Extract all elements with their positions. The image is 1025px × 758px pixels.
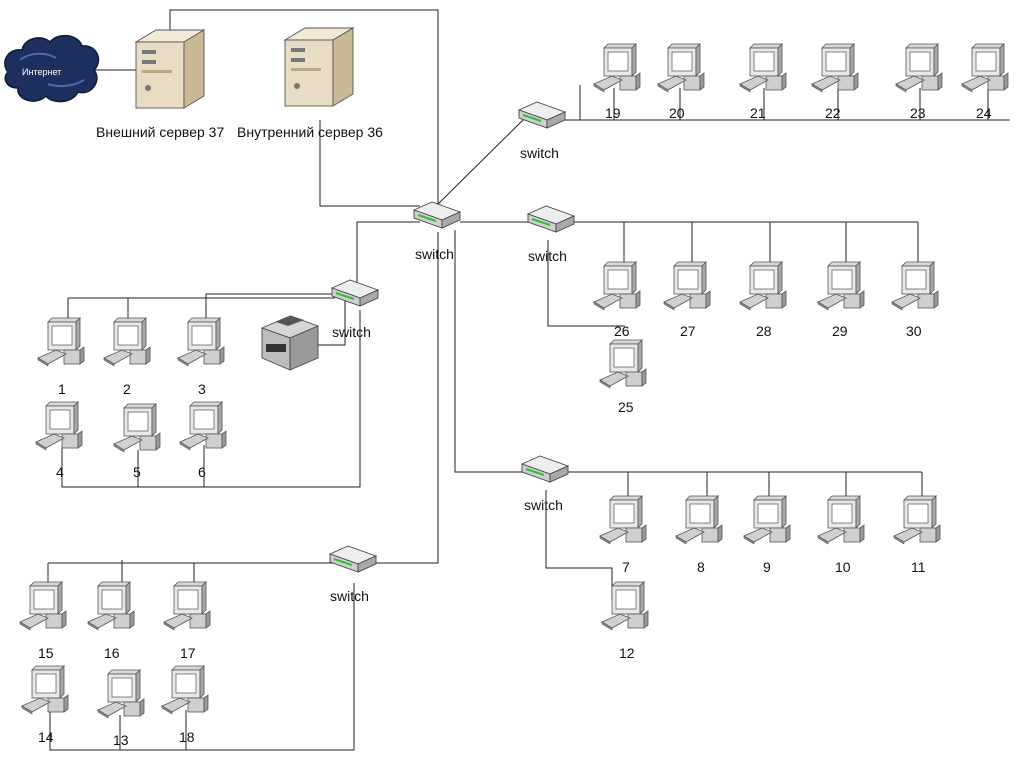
computer-30: 30 (891, 261, 939, 339)
computer-19: 19 (593, 43, 641, 121)
server-icon (135, 29, 205, 109)
computer-label: 24 (976, 105, 992, 121)
computer-label: 4 (56, 464, 64, 480)
computer-23: 23 (895, 43, 943, 121)
switch-icon (330, 278, 380, 308)
computer-label: 27 (680, 323, 696, 339)
computer-label: 19 (605, 105, 621, 121)
switch-label: switch (528, 248, 567, 264)
switch-label: switch (520, 145, 559, 161)
computer-4: 4 (35, 401, 83, 480)
computer-label: 6 (198, 464, 206, 480)
computer-label: 28 (756, 323, 772, 339)
computer-3: 3 (177, 317, 225, 397)
switch-icon (412, 200, 462, 230)
computer-label: 23 (910, 105, 926, 121)
internet-label: Интернет (22, 67, 61, 77)
computer-label: 29 (832, 323, 848, 339)
computer-12: 12 (601, 581, 649, 661)
computer-29: 29 (817, 261, 865, 339)
internal-server: Внутренний сервер 36 (237, 27, 383, 140)
computer-label: 7 (622, 559, 630, 575)
computer-20: 20 (657, 43, 705, 121)
switch-icon (328, 544, 378, 574)
computer-label: 20 (669, 105, 685, 121)
internet-cloud-icon: Интернет (4, 34, 100, 103)
computer-14: 14 (21, 665, 69, 745)
computer-27: 27 (663, 261, 711, 339)
computer-8: 8 (675, 495, 723, 575)
computer-label: 26 (614, 323, 630, 339)
computer-15: 15 (19, 581, 67, 661)
switch-lower-right: switch (520, 454, 570, 513)
switch-icon (520, 454, 570, 484)
switch-label: switch (332, 324, 371, 340)
computer-10: 10 (817, 495, 865, 575)
computer-label: 10 (835, 559, 851, 575)
computer-label: 30 (906, 323, 922, 339)
computer-label: 25 (618, 399, 634, 415)
external-server: Внешний сервер 37 (96, 29, 224, 140)
computer-label: 2 (123, 381, 131, 397)
computer-18: 18 (161, 665, 209, 745)
switch-icon (526, 204, 576, 234)
computer-label: 18 (179, 729, 195, 745)
computer-25: 25 (599, 339, 647, 415)
switch-top-right: switch (517, 100, 567, 161)
computer-label: 16 (104, 645, 120, 661)
computer-2: 2 (103, 317, 151, 397)
computer-13: 13 (97, 669, 145, 748)
computer-6: 6 (179, 401, 227, 480)
computer-17: 17 (163, 581, 211, 661)
switch-left: switch (330, 278, 380, 340)
computer-1: 1 (37, 317, 85, 397)
computer-28: 28 (739, 261, 787, 339)
computer-label: 12 (619, 645, 635, 661)
computer-5: 5 (113, 403, 161, 480)
switch-label: switch (330, 588, 369, 604)
computer-label: 8 (697, 559, 705, 575)
computer-9: 9 (743, 495, 791, 575)
computer-label: 15 (38, 645, 54, 661)
switch-label: switch (415, 246, 454, 262)
computer-label: 13 (113, 732, 129, 748)
switch-lower-left: switch (328, 544, 378, 604)
switch-label: switch (524, 497, 563, 513)
computer-label: 22 (825, 105, 841, 121)
connection-lines (47, 9, 1010, 751)
switch-main: switch (412, 200, 462, 262)
computer-label: 21 (750, 105, 766, 121)
computer-label: 3 (198, 381, 206, 397)
computer-26: 26 (593, 261, 641, 339)
computer-label: 17 (180, 645, 196, 661)
computer-7: 7 (599, 495, 647, 575)
computer-24: 24 (961, 43, 1009, 121)
computer-21: 21 (739, 43, 787, 121)
computer-label: 11 (911, 559, 926, 575)
computer-label: 9 (763, 559, 771, 575)
computer-label: 5 (133, 464, 141, 480)
server-icon (284, 27, 354, 107)
internal-server-label: Внутренний сервер 36 (237, 124, 383, 140)
computer-11: 11 (893, 495, 941, 575)
printer-icon (260, 315, 320, 371)
computer-22: 22 (811, 43, 859, 121)
switch-icon (517, 100, 567, 130)
computer-label: 1 (58, 381, 66, 397)
switch-right: switch (526, 204, 576, 264)
computer-16: 16 (87, 581, 135, 661)
computer-label: 14 (38, 729, 54, 745)
external-server-label: Внешний сервер 37 (96, 124, 224, 140)
